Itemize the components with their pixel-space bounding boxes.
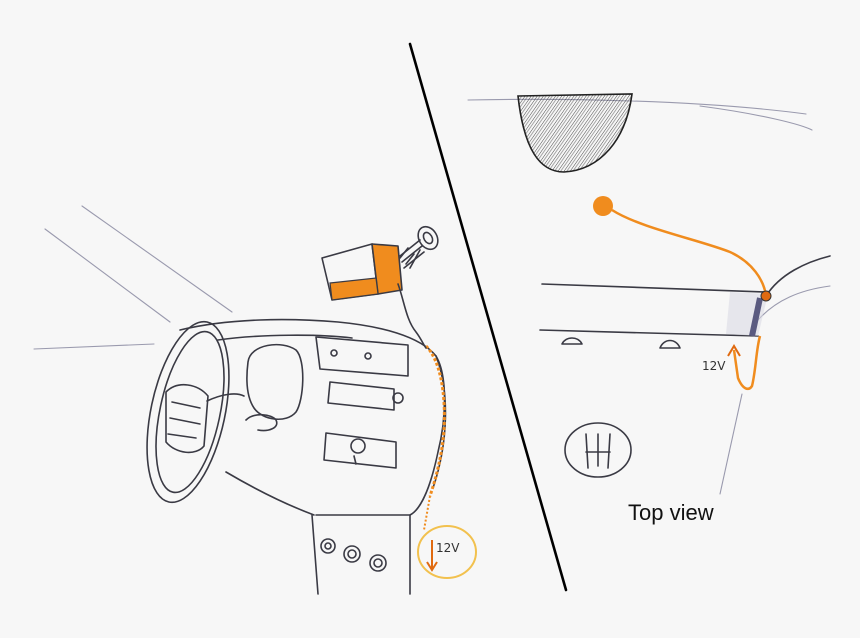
console-buttons: [320, 538, 387, 572]
steering-wheel: [146, 320, 245, 504]
dash-voltage-label: 12V: [436, 541, 460, 555]
top-view-caption: Top view: [628, 500, 714, 525]
gear-shifter: [564, 422, 632, 478]
mirror-shape: [517, 93, 633, 173]
dashboard-view: 12V: [33, 205, 477, 595]
view-divider-line: [408, 42, 568, 592]
dashboard-body: [179, 318, 447, 595]
air-vent: [315, 336, 409, 377]
gps-device: [321, 225, 439, 349]
dash-12v-callout: 12V: [417, 525, 477, 579]
top-voltage-label: 12V: [702, 359, 726, 373]
gps-mount-dot: [593, 196, 613, 216]
dash-cable: [424, 344, 446, 497]
windshield-lines: [33, 205, 233, 350]
top-cable: [611, 208, 768, 297]
radio-unit: [323, 381, 404, 469]
top-view: 12V: [467, 93, 831, 495]
dash-cable-lower: [423, 495, 431, 531]
